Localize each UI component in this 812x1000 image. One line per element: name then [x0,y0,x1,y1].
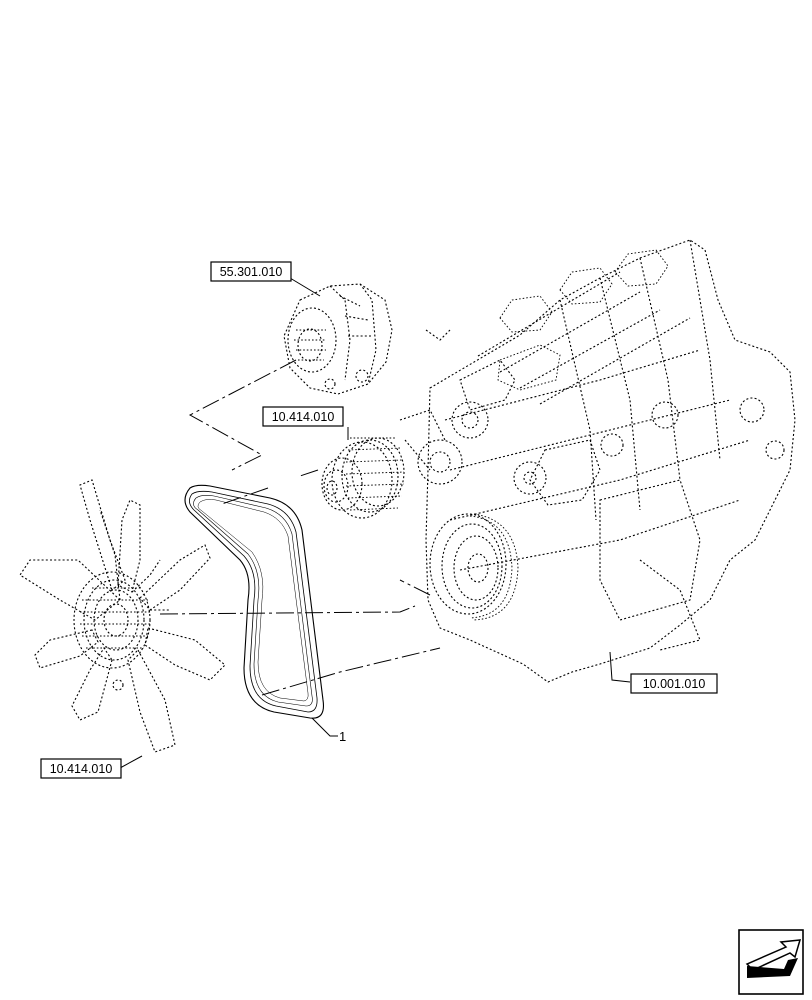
engine-block [399,239,796,683]
next-page-arrow-icon[interactable] [738,929,804,995]
leader-lines [119,277,631,769]
item-number-belt: 1 [339,729,346,744]
svg-text:55.301.010: 55.301.010 [220,265,283,279]
label-pulley[interactable]: 10.414.010 [262,406,344,427]
poly-v-belt [184,484,325,719]
cooling-fan [19,479,226,753]
svg-text:10.414.010: 10.414.010 [272,410,335,424]
tensioner-pulley [321,437,405,519]
svg-text:10.001.010: 10.001.010 [643,677,706,691]
label-fan[interactable]: 10.414.010 [40,758,122,779]
assembly-centerlines [159,359,441,696]
label-engine[interactable]: 10.001.010 [630,673,718,694]
svg-text:10.414.010: 10.414.010 [50,762,113,776]
alternator [283,283,393,395]
label-alternator[interactable]: 55.301.010 [210,261,292,282]
